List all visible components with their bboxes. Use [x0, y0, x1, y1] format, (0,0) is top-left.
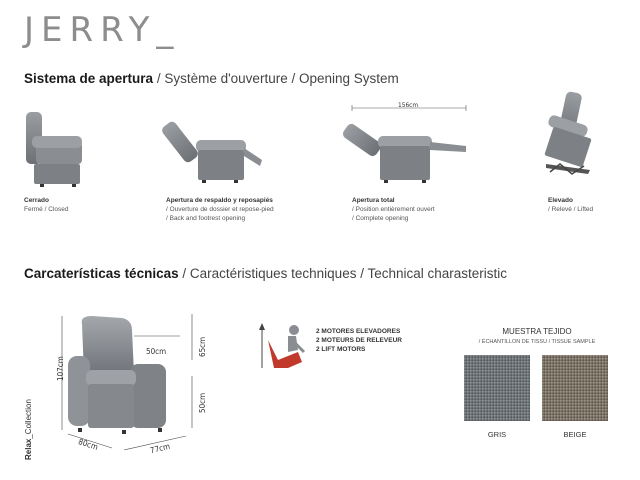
- tech-section-title: Carcaterísticas técnicas / Caractéristiq…: [24, 266, 507, 281]
- motor-line: 2 MOTEURS DE RELEVEUR: [316, 337, 402, 344]
- swatch-beige: [542, 355, 608, 421]
- collection-bold: Relax: [24, 438, 33, 460]
- swatch-name-beige: BEIGE: [563, 430, 587, 439]
- fabric-swatches: [464, 355, 608, 421]
- brand-name: JERRY: [24, 10, 157, 50]
- opening-title-bold: Sistema de apertura: [24, 71, 154, 86]
- total-opening-width: 156cm: [398, 101, 419, 109]
- mode-subtitle: / Relevé / Lifted: [548, 206, 594, 213]
- mode-title: Apertura total: [352, 197, 395, 204]
- brand-cursor: _: [156, 10, 181, 50]
- seat-height-dimension: 50cm: [198, 392, 207, 413]
- motors-list: 2 MOTORES ELEVADORES 2 MOTEURS DE RELEVE…: [316, 327, 402, 354]
- fabric-sample-heading: MUESTRA TEJIDO: [502, 327, 572, 336]
- tech-title-bold: Carcaterísticas técnicas: [24, 266, 179, 281]
- mode-subtitle: Fermé / Closed: [24, 206, 69, 213]
- mode-title: Cerrado: [24, 197, 49, 204]
- chair-lifted-illustration: [544, 91, 592, 175]
- right-arm: [130, 364, 166, 428]
- mode-closed-label: Cerrado Fermé / Closed: [24, 196, 68, 214]
- mode-subtitle: / Position entièrement ouvert: [352, 206, 435, 213]
- seat-cushion: [86, 370, 136, 386]
- mode-lifted-label: Elevado / Relevé / Lifted: [548, 196, 593, 214]
- lift-seat-shape: [268, 340, 302, 368]
- back-height-dimension: 65cm: [198, 336, 207, 357]
- lift-motor-icon: [259, 323, 306, 368]
- dimension-chair-illustration: [61, 314, 193, 451]
- chair-closed-illustration: [26, 112, 82, 187]
- brand-logo: JERRY_: [24, 10, 180, 50]
- swatch-gris: [464, 355, 530, 421]
- collection-rest: _Collection: [24, 399, 33, 439]
- motor-line: 2 MOTORES ELEVADORES: [316, 328, 401, 335]
- opening-section-title: Sistema de apertura / Système d'ouvertur…: [24, 71, 399, 86]
- seat-width-dimension: 50cm: [146, 347, 167, 356]
- mode-subtitle: / Ouverture de dossier et repose-pied: [166, 206, 274, 213]
- backrest: [81, 316, 134, 374]
- fabric-sample-subheading: / ÉCHANTILLON DE TISSU / TISSUE SAMPLE: [478, 339, 596, 345]
- mode-subtitle-2: / Back and footrest opening: [166, 215, 246, 222]
- mode-recline-label: Apertura de respaldo y reposapiés / Ouve…: [166, 196, 274, 223]
- mode-title: Apertura de respaldo y reposapiés: [166, 197, 273, 204]
- mode-full-open-label: Apertura total / Position entièrement ou…: [352, 196, 435, 223]
- opening-title-rest: / Système d'ouverture / Opening System: [153, 71, 399, 86]
- swatch-name-gris: GRIS: [487, 430, 507, 439]
- collection-label: Relax_Collection: [24, 399, 33, 460]
- front-panel: [88, 384, 134, 428]
- motor-line: 2 LIFT MOTORS: [316, 346, 366, 353]
- chair-full-open-illustration: [342, 105, 467, 183]
- left-arm: [68, 356, 90, 426]
- mode-title: Elevado: [548, 197, 573, 204]
- tech-title-rest: / Caractéristiques techniques / Technica…: [178, 266, 508, 281]
- mode-subtitle-2: / Complete opening: [352, 215, 409, 222]
- chair-recline-illustration: [162, 121, 262, 183]
- opening-modes-illustrations: [26, 91, 592, 187]
- total-height-dimension: 107cm: [56, 356, 65, 381]
